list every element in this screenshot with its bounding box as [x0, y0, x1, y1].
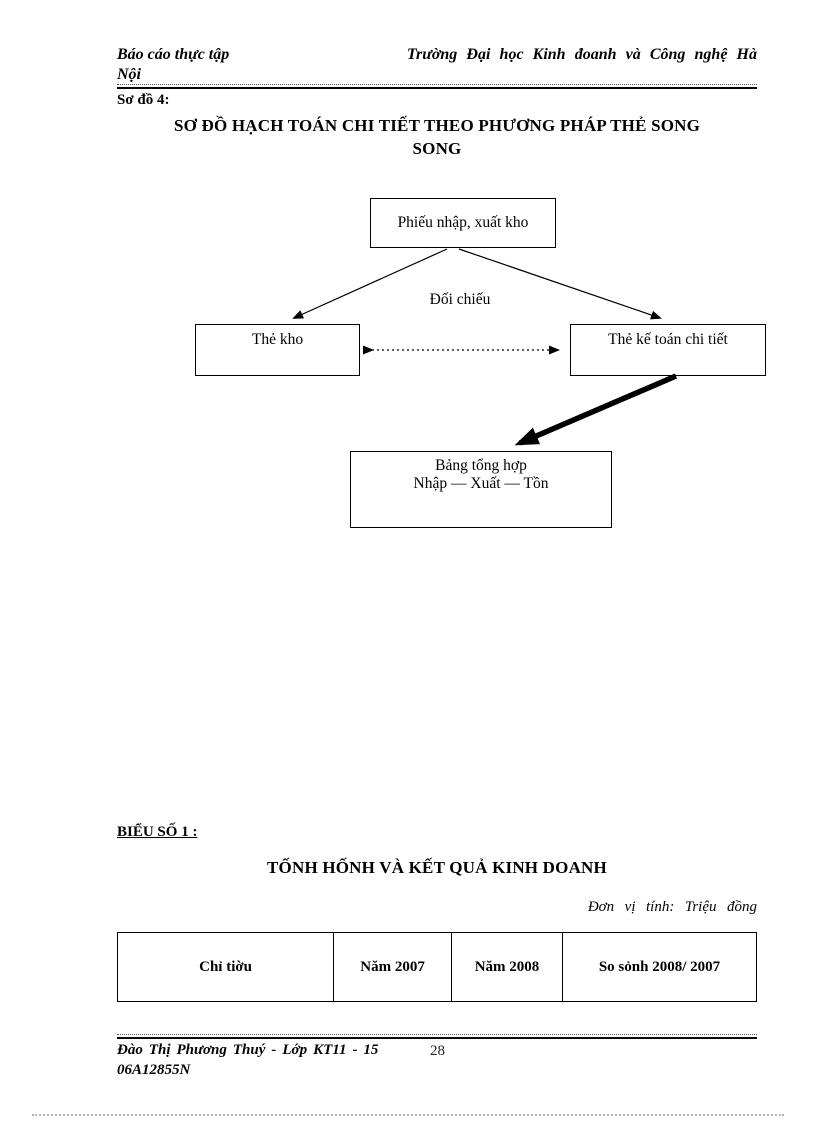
diagram-box-warehouse-card: Thẻ kho — [195, 324, 360, 376]
section-label: BIỂU SỐ 1 : — [117, 824, 198, 840]
results-table: Chỉ tiờu Năm 2007 Năm 2008 So sỏnh 2008/… — [116, 932, 757, 1002]
table-header-chi-tieu: Chỉ tiờu — [116, 932, 335, 1002]
header-left-text: Báo cáo thực tập — [117, 46, 230, 63]
arrow-thick-to-summary — [514, 373, 678, 446]
header-right-text: Trường Đại học Kinh đoanh và Công nghệ H… — [406, 46, 757, 63]
diagram-box-detail-ledger-card: Thẻ kế toán chi tiết — [570, 324, 766, 376]
diagram-box-receipts-label: Phiếu nhập, xuất kho — [397, 214, 529, 231]
table-header-nam-2007: Năm 2007 — [333, 932, 452, 1002]
diagram-box-receipts: Phiếu nhập, xuất kho — [370, 198, 556, 248]
diagram-box-detail-ledger-card-label: Thẻ kế toán chi tiết — [608, 331, 728, 348]
diagram-box-summary-line1: Bảng tổng hợp — [435, 457, 527, 474]
table-title: TỐNH HỐNH VÀ KẾT QUẢ KINH DOANH — [267, 858, 607, 877]
header-left-text-line2: Nội — [117, 66, 141, 83]
footer-student-id: 06A12855N — [117, 1062, 191, 1078]
diagram-title-line1: SƠ ĐỒ HẠCH TOÁN CHI TIẾT THEO PHƯƠNG PHÁ… — [173, 116, 701, 135]
header-rule — [117, 84, 757, 89]
schema-label: Sơ đồ 4: — [117, 92, 170, 108]
diagram-box-warehouse-card-label: Thẻ kho — [251, 331, 304, 348]
page-header: Báo cáo thực tập Trường Đại học Kinh đoa… — [117, 46, 757, 64]
table-header-row: Chỉ tiờu Năm 2007 Năm 2008 So sỏnh 2008/… — [116, 932, 757, 1002]
footer-page-number: 28 — [430, 1043, 445, 1059]
table-header-so-sanh: So sỏnh 2008/ 2007 — [562, 932, 757, 1002]
diagram-title-line2: SONG — [412, 139, 462, 158]
unit-note: Đơn vị tính: Triệu đồng — [587, 899, 757, 915]
table-header-nam-2008: Năm 2008 — [451, 932, 563, 1002]
diagram-compare-label: Đối chiếu — [429, 291, 491, 308]
footer-author: Đào Thị Phương Thuý - Lớp KT11 - 15 — [117, 1042, 379, 1058]
page-bottom-dotted-line — [32, 1114, 784, 1116]
diagram-title: SƠ ĐỒ HẠCH TOÁN CHI TIẾT THEO PHƯƠNG PHÁ… — [117, 114, 757, 160]
diagram-box-summary-table: Bảng tổng hợp Nhập — Xuất — Tồn — [350, 451, 612, 528]
footer-rule — [117, 1034, 757, 1039]
diagram-box-summary-line2: Nhập — Xuất — Tồn — [413, 475, 549, 492]
